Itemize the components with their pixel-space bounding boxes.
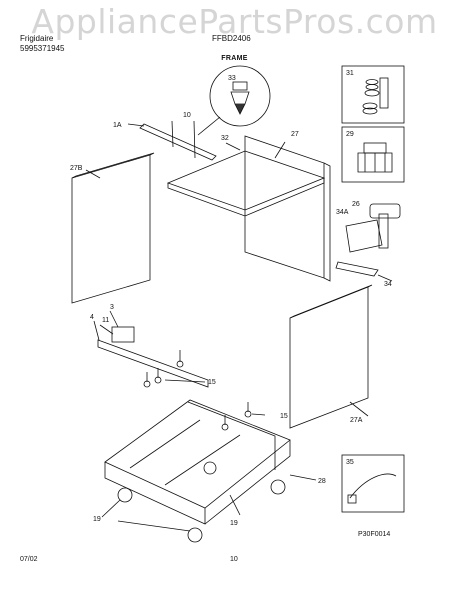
base-frame (104, 399, 317, 525)
callout-label: 26 (352, 201, 360, 208)
callout-label: 19 (93, 516, 101, 523)
callout-label: 3 (110, 304, 114, 311)
callout-label: 1A (113, 122, 122, 129)
callout-label: 27A (350, 417, 363, 424)
callout-label: 27B (70, 165, 83, 172)
top-panel (166, 150, 326, 211)
callout-label: 31 (346, 70, 354, 77)
footer-date: 07/02 (20, 556, 38, 563)
callout-label: 10 (183, 112, 191, 119)
callout-label: 4 (90, 314, 94, 321)
leveling-leg-part (230, 81, 250, 115)
footer-page-number: 10 (230, 556, 238, 563)
side-panel-27b (71, 154, 151, 304)
hinge-bracket-part (93, 310, 209, 388)
callout-label: 34 (384, 281, 392, 288)
caster-wheels (101, 461, 286, 543)
screw-fasteners (143, 350, 266, 431)
detail-box-29 (341, 126, 405, 183)
water-valve-part (335, 203, 401, 282)
power-cord-part (349, 473, 397, 499)
callout-label: 15 (280, 413, 288, 420)
callout-labels: 33 31 29 26 34A 34 10 1A 32 27 27B 3 11 … (70, 70, 392, 538)
callout-label: 28 (318, 478, 326, 485)
rear-panel (244, 135, 325, 279)
brand-label: Frigidaire (20, 34, 54, 43)
diagram-code: P30F0014 (358, 531, 390, 538)
fitting-part (357, 142, 393, 173)
callout-label: 34A (336, 209, 349, 216)
model-number: FFBD2406 (212, 34, 251, 43)
callout-label: 11 (102, 317, 109, 324)
section-title: FRAME (221, 55, 248, 62)
callout-label: 15 (208, 379, 216, 386)
callout-label: 27 (291, 131, 299, 138)
callout-label: 32 (221, 135, 229, 142)
support-rail (139, 123, 217, 161)
detail-bubble-33 (209, 65, 271, 127)
detail-box-31 (341, 65, 405, 124)
seal-kit-part (362, 77, 389, 115)
callout-label: 35 (346, 459, 354, 466)
callout-label: 33 (228, 75, 236, 82)
publication-number: 5995371945 (20, 44, 65, 53)
detail-box-35 (341, 454, 405, 513)
callout-label: 29 (346, 131, 354, 138)
callout-label: 19 (230, 520, 238, 527)
